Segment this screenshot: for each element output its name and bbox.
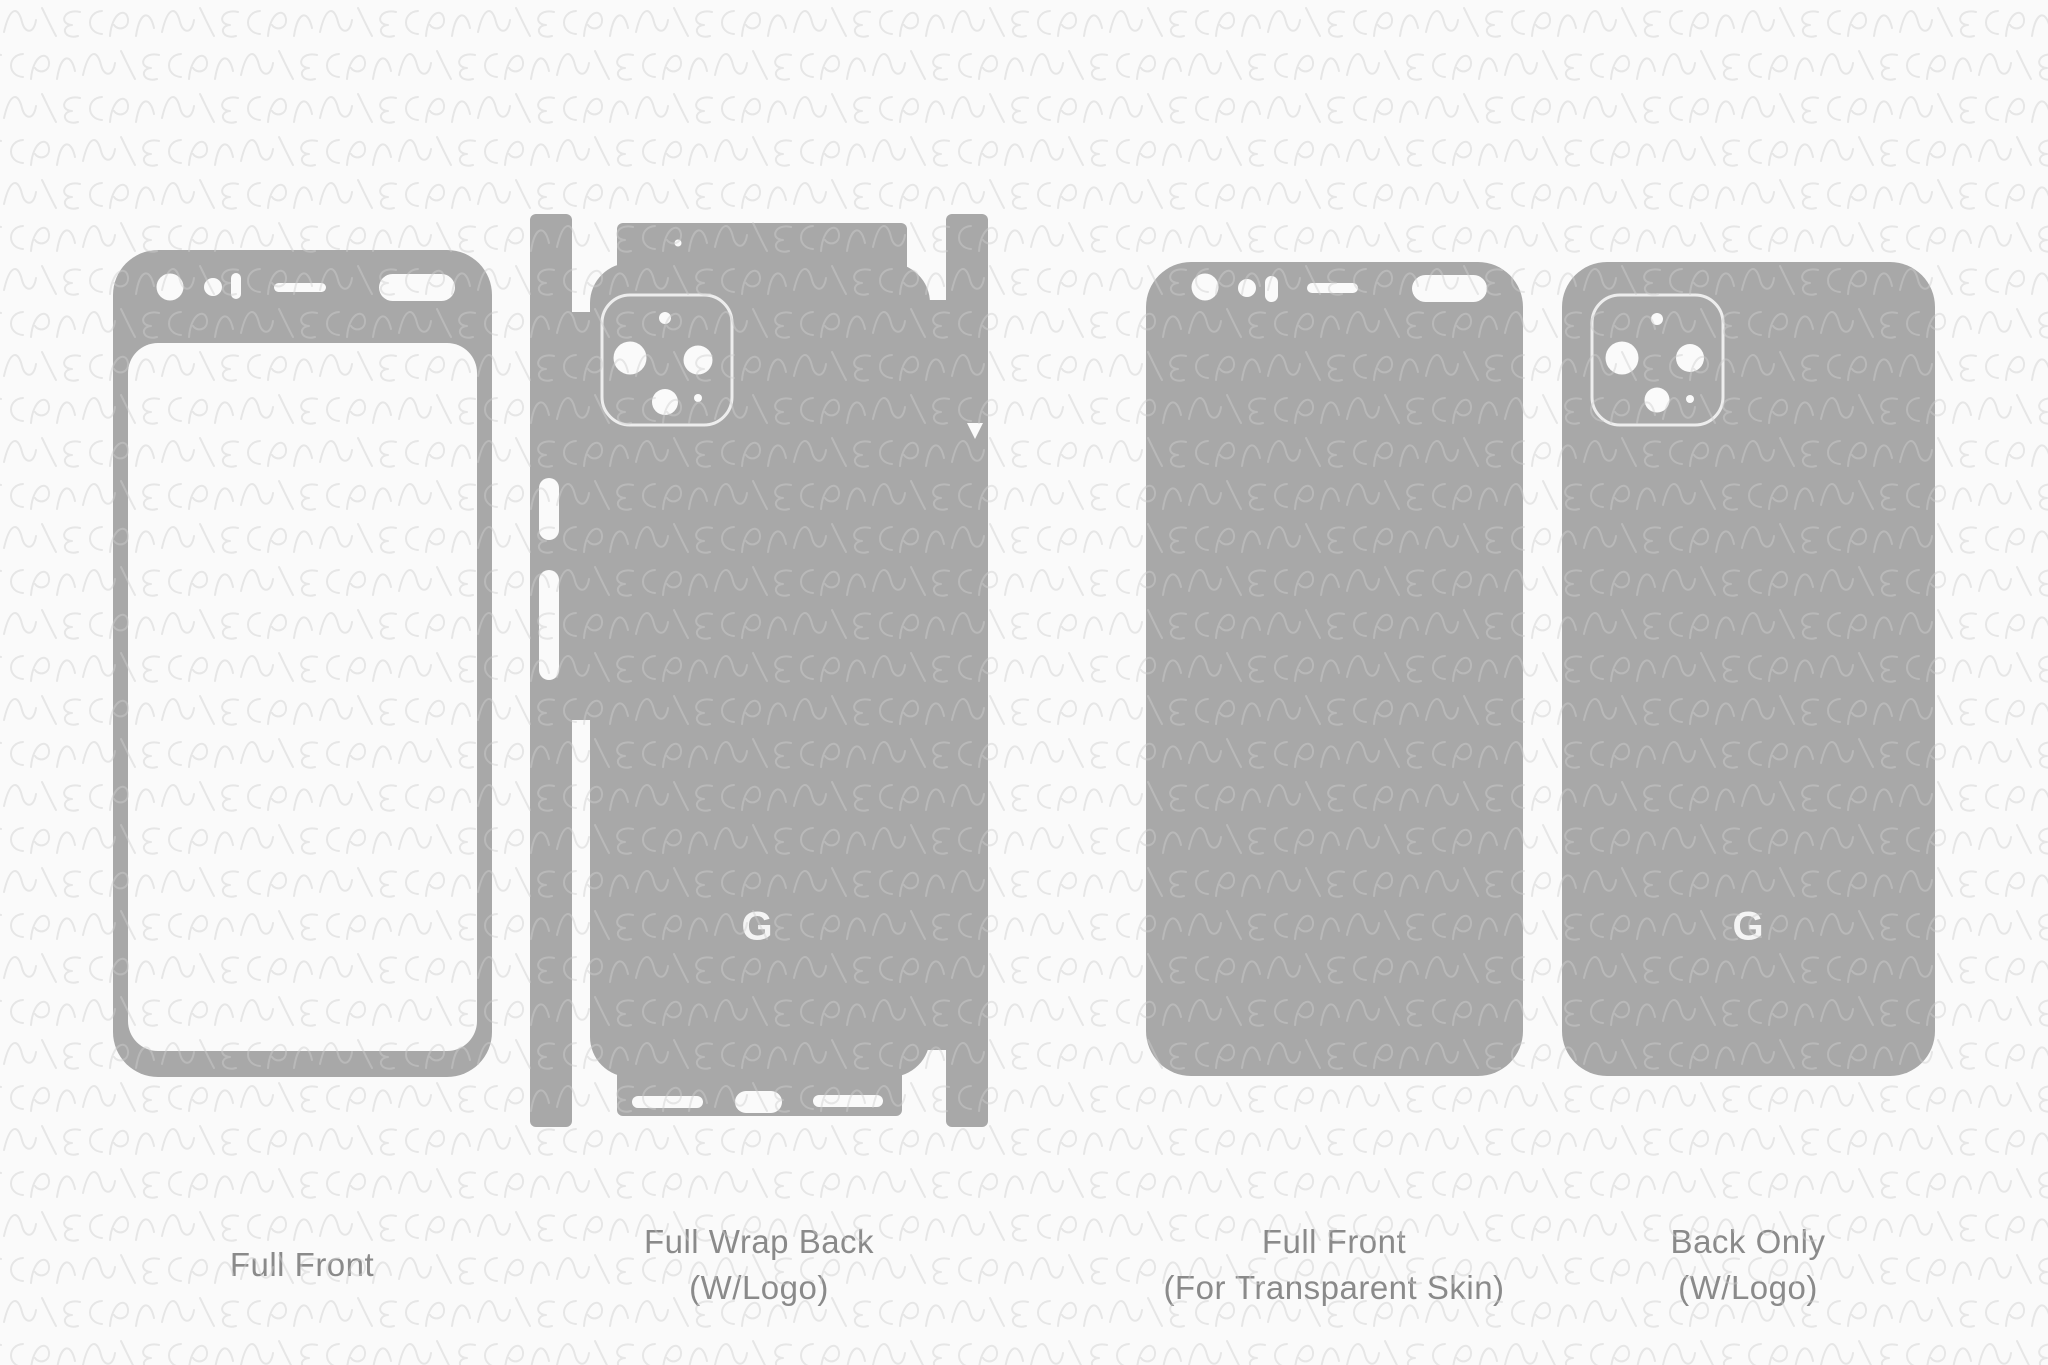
mic-hole-cutout [674, 239, 682, 247]
camera-lens-cutout [613, 341, 647, 375]
earpiece-cutout [379, 274, 455, 301]
label-line: Full Front [1261, 1223, 1407, 1260]
camera-sensor-cutout-2 [1686, 395, 1694, 403]
camera-mic-cutout-2 [1651, 313, 1663, 325]
bottom-slot-right-cutout [813, 1095, 883, 1107]
bottom-slot-left-cutout [632, 1096, 703, 1108]
wrap-right-bridge [918, 300, 958, 1050]
flash-cutout-2 [1644, 387, 1670, 413]
label-full-front-transparent: Full Front (For Transparent Skin) [1163, 1219, 1504, 1311]
label-line: (W/Logo) [1678, 1269, 1818, 1306]
sensor-pill-cutout-2 [1265, 276, 1278, 302]
sensor-dot-cutout [204, 278, 222, 296]
earpiece-cutout-2 [1412, 275, 1487, 302]
camera-sensor-cutout [694, 394, 702, 402]
tele-lens-cutout [683, 345, 713, 375]
label-line: (For Transparent Skin) [1163, 1269, 1505, 1306]
google-g-logo-back-only: G [1732, 904, 1764, 949]
label-line: Full Front [229, 1246, 375, 1283]
label-full-front: Full Front [230, 1242, 374, 1288]
tele-lens-cutout-2 [1676, 344, 1704, 372]
volume-button-cutout [539, 570, 559, 680]
flash-cutout [652, 389, 678, 415]
sensor-pill-cutout [231, 273, 241, 299]
full-front-transparent-panel [1146, 262, 1523, 1076]
label-full-wrap-back: Full Wrap Back (W/Logo) [644, 1219, 874, 1311]
label-line: (W/Logo) [689, 1269, 829, 1306]
speaker-slit-cutout-2 [1307, 283, 1358, 293]
sensor-dot-cutout-2 [1238, 279, 1256, 297]
google-g-logo-wrap-back: G [741, 904, 773, 949]
label-back-only: Back Only (W/Logo) [1671, 1219, 1826, 1311]
power-button-cutout [539, 478, 559, 540]
camera-lens-cutout-2 [1605, 341, 1639, 375]
usb-port-cutout [735, 1091, 782, 1113]
camera-mic-cutout [659, 312, 671, 324]
front-camera-cutout-2 [1191, 273, 1219, 301]
label-line: Back Only [1670, 1223, 1826, 1260]
screen-cutout [128, 343, 477, 1051]
wrap-left-bridge [560, 312, 602, 720]
back-only-panel [1562, 262, 1935, 1076]
label-line: Full Wrap Back [643, 1223, 875, 1260]
speaker-slit-cutout [274, 283, 326, 292]
wrap-back-panel [590, 263, 930, 1077]
front-camera-cutout [156, 273, 184, 301]
